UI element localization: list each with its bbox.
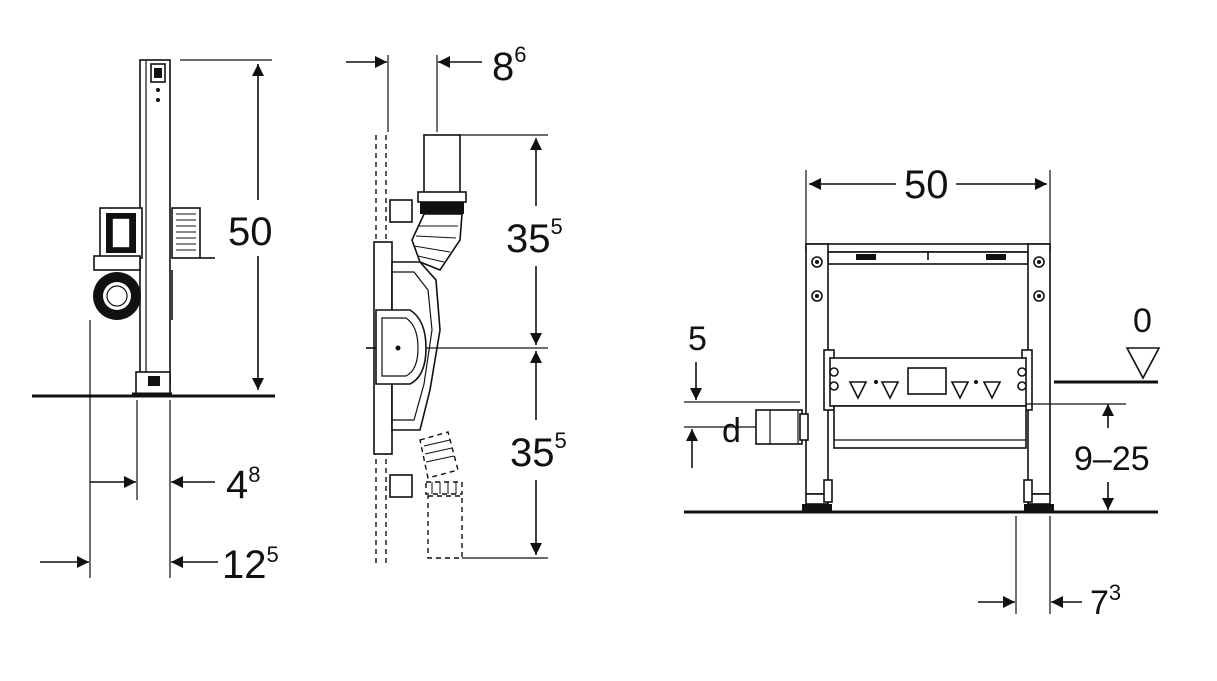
dimension-width-label: 50 — [904, 163, 949, 207]
dimension-offset-8-6: 86 — [492, 42, 527, 89]
dimension-range-label: 9–25 — [1074, 440, 1150, 478]
frame-column — [139, 59, 171, 391]
drain-pipe-dashed — [427, 495, 463, 559]
diameter-label: d — [722, 412, 741, 450]
dimension-offset-7-3: 73 — [1090, 580, 1121, 622]
lower-panel — [833, 405, 1027, 449]
level-zero-marker — [1125, 347, 1161, 380]
front-view: 50 — [684, 160, 1161, 622]
dimension-offset-12-5: 125 — [222, 542, 279, 587]
dimension-lower-35-5: 355 — [510, 428, 567, 475]
vent-pipe — [423, 134, 461, 196]
level-zero-label: 0 — [1133, 302, 1152, 340]
pipe-elbow — [411, 213, 463, 271]
level-five-label: 5 — [688, 320, 707, 358]
drain-connection — [755, 409, 803, 445]
dimension-offset-4-8: 48 — [226, 462, 261, 507]
section-view: 86 — [346, 42, 586, 565]
dimension-upper-35-5: 355 — [506, 214, 563, 261]
frame-top-rail — [805, 243, 1051, 253]
side-view: 50 48 125 — [32, 59, 290, 587]
dimension-height-label: 50 — [228, 210, 273, 254]
